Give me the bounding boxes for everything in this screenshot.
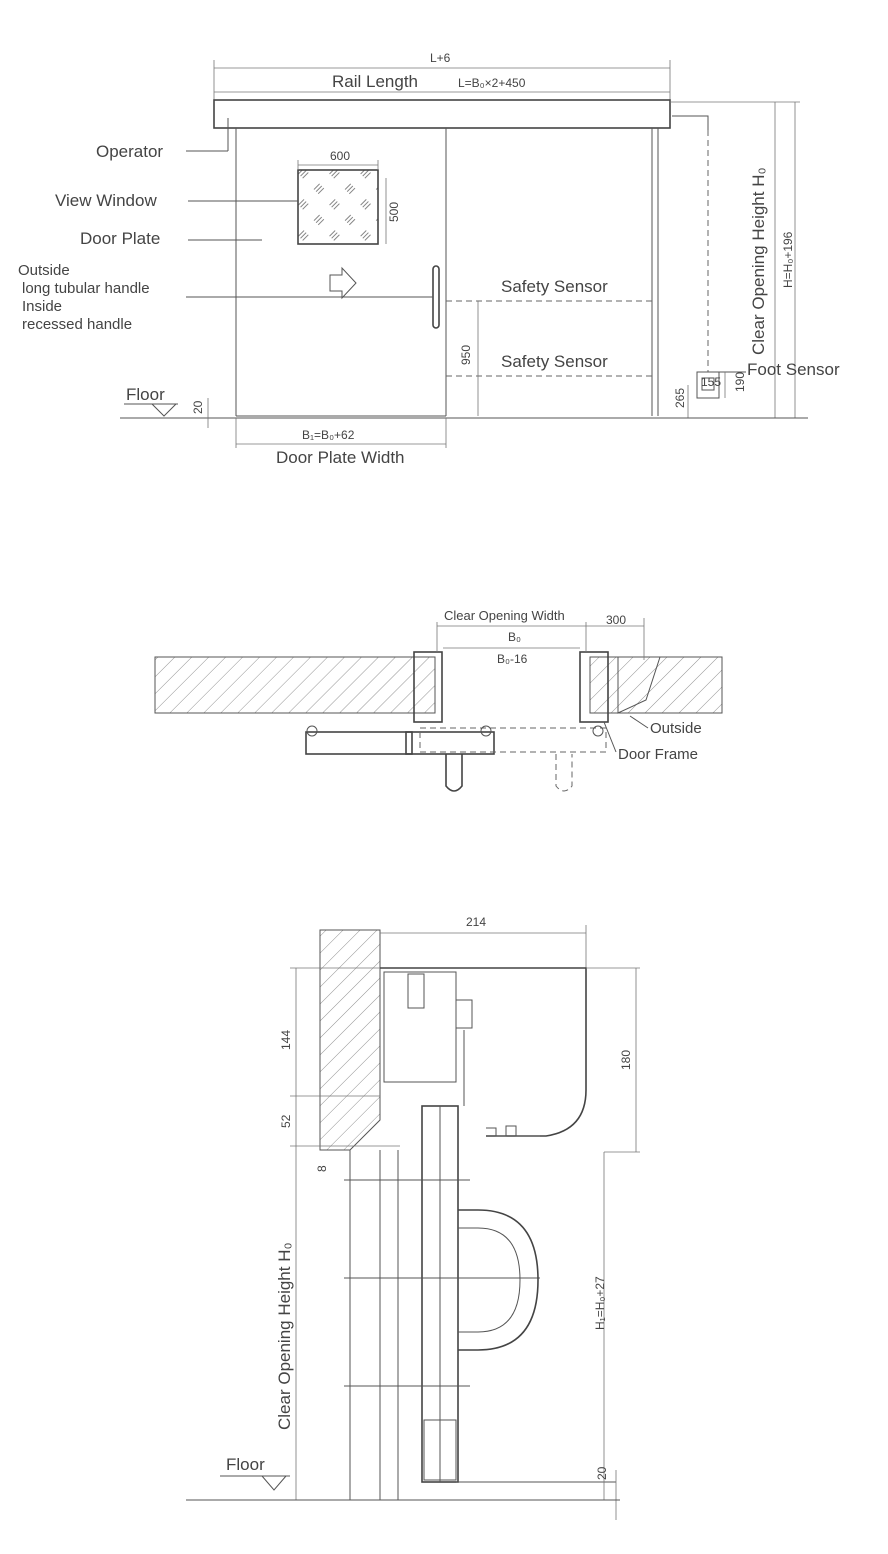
foot-height-dim: 265	[673, 388, 687, 408]
handle-label-inside: Inside	[22, 298, 62, 315]
dim-300-label: 300	[606, 613, 626, 627]
foot-box-height-dim: 190	[733, 372, 747, 392]
sensor-height-dim: 950	[459, 345, 473, 365]
direction-arrow-icon	[329, 266, 357, 300]
section-wall	[319, 929, 381, 1151]
handle-plan	[445, 754, 463, 792]
safety-sensor-top-label: Safety Sensor	[501, 277, 608, 296]
foot-sensor-label: Foot Sensor	[747, 360, 840, 379]
door-plate-width-formula: B₁=B₀+62	[302, 428, 355, 442]
door-plate-label: Door Plate	[80, 229, 160, 248]
h1-formula-label: H₁=H₀+27	[593, 1276, 607, 1330]
rail-length-label: Rail Length	[332, 72, 418, 91]
dim-52-label: 52	[279, 1114, 293, 1128]
view-window	[297, 169, 379, 245]
handle-label-recessed: recessed handle	[22, 316, 132, 333]
handle-section	[458, 1209, 539, 1351]
dim-214-label: 214	[466, 915, 486, 929]
right-frame	[579, 651, 609, 723]
rail	[213, 99, 671, 129]
dim-8-label: 8	[315, 1165, 329, 1172]
dim-180-label: 180	[619, 1050, 633, 1070]
floor-label-section: Floor	[226, 1455, 265, 1474]
door-leaf-middle	[405, 731, 495, 755]
right-wall	[589, 656, 723, 714]
foot-box-width-dim: 155	[701, 375, 721, 389]
l-plus-6-label: L+6	[430, 51, 451, 65]
operator-label: Operator	[96, 142, 163, 161]
door-leaf-left	[305, 731, 413, 755]
door-leaf-open-position	[419, 727, 607, 753]
clear-opening-height-label: Clear Opening Height H₀	[749, 167, 768, 355]
view-window-label: View Window	[55, 191, 157, 210]
clear-opening-height-section-label: Clear Opening Height H₀	[275, 1242, 294, 1430]
dim-20-label: 20	[595, 1466, 609, 1480]
door-plate-width-label: Door Plate Width	[276, 448, 405, 467]
plan-view: Clear Opening Width B₀ B₀-16 300 Outside…	[154, 608, 723, 792]
elevation-view: L+6 Rail Length L=B₀×2+450 600 500 Opera…	[18, 51, 840, 467]
handle-label-tubular: long tubular handle	[22, 280, 150, 297]
window-width-dim: 600	[330, 149, 350, 163]
window-height-dim: 500	[387, 202, 401, 222]
b0-minus-label: B₀-16	[497, 652, 528, 666]
dim-144-label: 144	[279, 1030, 293, 1050]
handle-label-outside: Outside	[18, 262, 70, 279]
tubular-handle	[432, 265, 440, 329]
floor-label-elevation: Floor	[126, 385, 165, 404]
b0-label: B₀	[508, 630, 521, 644]
outside-label: Outside	[650, 720, 702, 737]
section-view: 214 144 52 8 180 H₁=	[186, 915, 640, 1520]
h-formula-label: H=H₀+196	[781, 231, 795, 288]
left-wall	[154, 656, 436, 714]
floor-gap-dim: 20	[191, 400, 205, 414]
rail-length-formula: L=B₀×2+450	[458, 76, 526, 90]
safety-sensor-bottom-label: Safety Sensor	[501, 352, 608, 371]
left-frame	[413, 651, 443, 723]
operator-housing	[380, 967, 587, 1137]
door-frame-label: Door Frame	[618, 746, 698, 763]
clear-opening-width-label: Clear Opening Width	[444, 608, 565, 623]
foot-sensor-box	[696, 371, 720, 399]
